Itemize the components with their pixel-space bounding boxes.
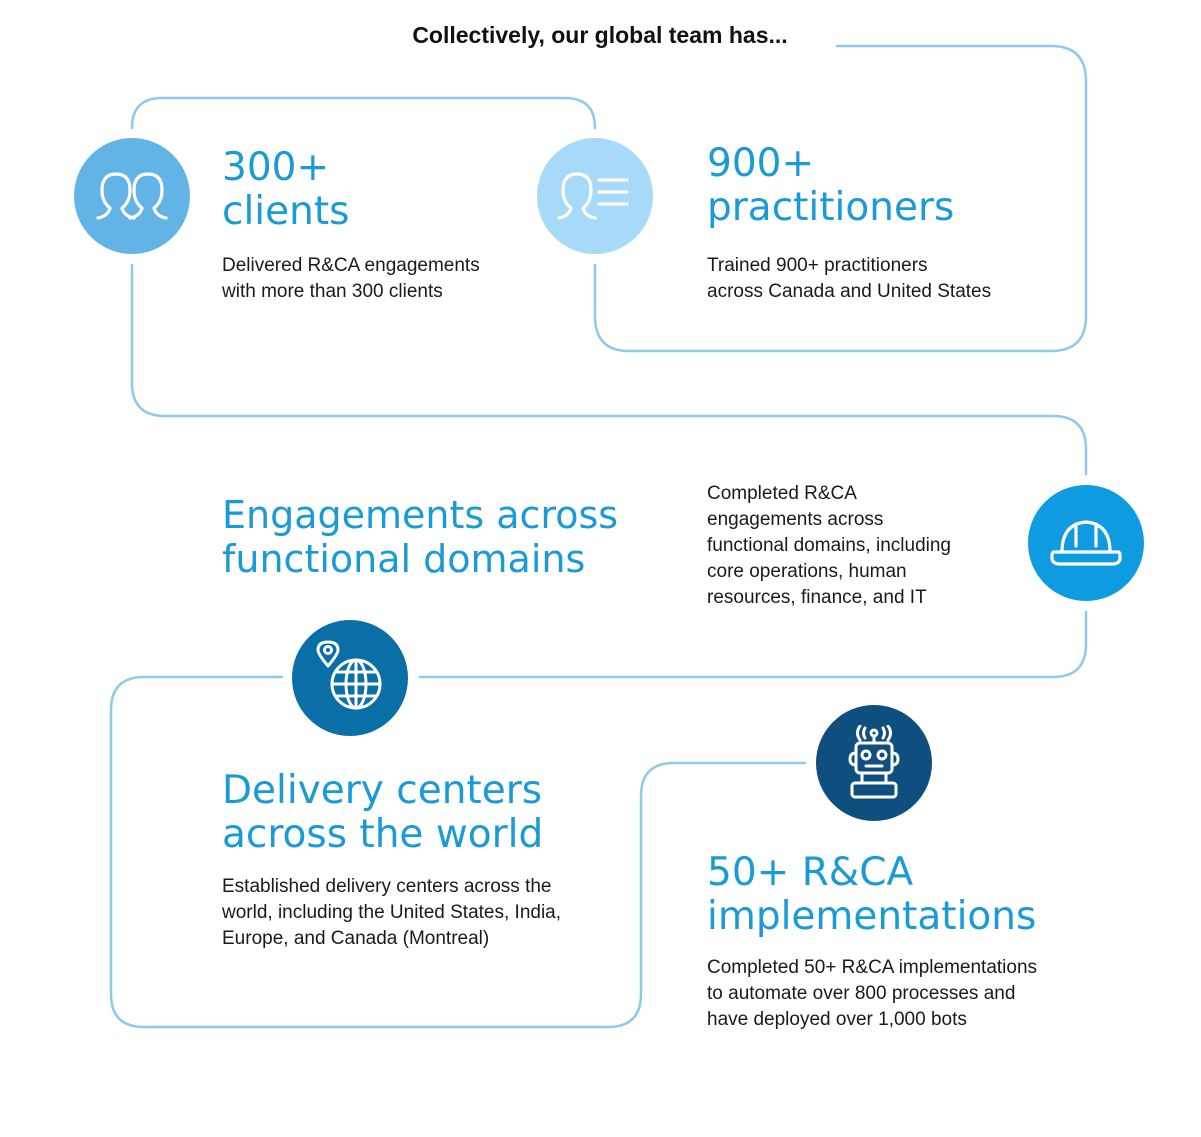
clients-description: Delivered R&CA engagements with more tha… bbox=[222, 255, 480, 302]
hard-hat-icon bbox=[1050, 520, 1122, 566]
domains-headline: Engagements across functional domains bbox=[222, 493, 619, 581]
implementations-icon-circle bbox=[816, 705, 932, 821]
connector-clients-to-domains bbox=[130, 263, 1088, 476]
globe-with-pin-icon bbox=[316, 640, 382, 710]
connector-top-right bbox=[593, 44, 1088, 353]
practitioners-icon-circle bbox=[537, 138, 653, 254]
practitioners-headline: 900+ practitioners bbox=[707, 141, 955, 230]
practitioners-description: Trained 900+ practitioners across Canada… bbox=[707, 255, 992, 302]
implementations-description: Completed 50+ R&CA implementations to au… bbox=[707, 957, 1038, 1030]
implementations-headline: 50+ R&CA implementations bbox=[707, 850, 1037, 939]
delivery-icon-circle bbox=[292, 620, 408, 736]
domains-icon-circle bbox=[1028, 485, 1144, 601]
robot-icon bbox=[848, 725, 900, 799]
two-people-icon bbox=[96, 172, 168, 220]
connector-delivery-to-implementations bbox=[109, 675, 807, 1029]
connector-domains-to-delivery bbox=[418, 610, 1088, 679]
person-with-list-icon bbox=[557, 172, 629, 220]
clients-headline: 300+ clients bbox=[222, 145, 350, 234]
delivery-headline: Delivery centers across the world bbox=[222, 768, 544, 857]
clients-icon-circle bbox=[74, 138, 190, 254]
delivery-description: Established delivery centers across the … bbox=[222, 876, 562, 949]
page-title: Collectively, our global team has... bbox=[412, 22, 788, 48]
connector-clients-to-practitioners bbox=[130, 96, 597, 130]
domains-description: Completed R&CA engagements across functi… bbox=[707, 483, 951, 608]
